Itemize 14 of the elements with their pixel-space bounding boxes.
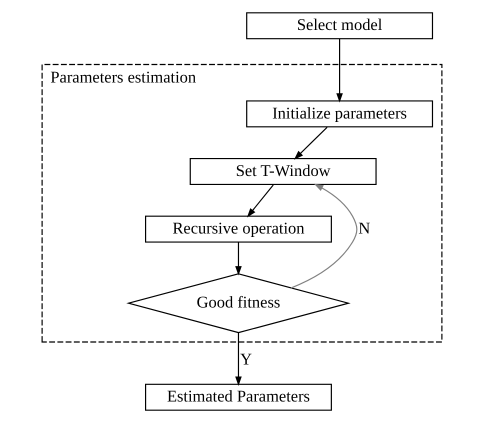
arrow <box>294 126 328 160</box>
node-box: Select model <box>246 12 434 40</box>
node-box: Initialize parameters <box>246 100 434 128</box>
arrow <box>235 242 242 276</box>
arrow <box>235 332 242 386</box>
node-box: Set T-Window <box>190 158 377 186</box>
arrow <box>336 38 343 103</box>
node-diamond: Good fitness <box>126 273 351 334</box>
edge-label: Y <box>240 350 252 369</box>
edge-label: N <box>358 218 370 238</box>
node-box: Estimated Parameters <box>145 384 332 411</box>
arrow <box>246 184 274 218</box>
arrow <box>290 184 358 288</box>
node-box: Recursive operation <box>145 216 332 243</box>
